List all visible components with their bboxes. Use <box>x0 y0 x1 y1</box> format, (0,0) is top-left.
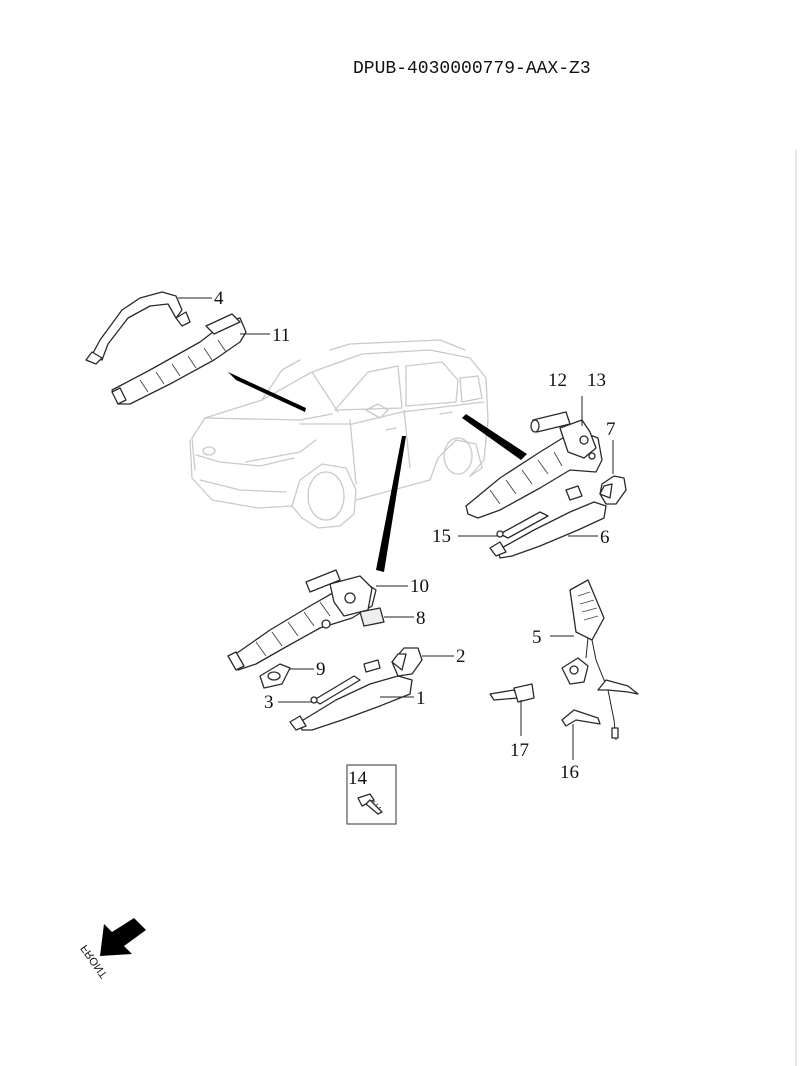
cap-part-2 <box>391 647 423 677</box>
clip-part-13 <box>565 485 583 501</box>
callout-1: 1 <box>416 688 426 709</box>
clip-part-16 <box>561 709 601 727</box>
bracket-part-11 <box>111 313 247 405</box>
callout-3: 3 <box>264 692 274 713</box>
vehicle-outline <box>189 339 489 529</box>
rod-part-3 <box>310 675 361 705</box>
cable-part-5 <box>561 579 639 741</box>
callout-6: 6 <box>600 527 610 548</box>
callout-16: 16 <box>560 762 579 783</box>
callout-9: 9 <box>316 659 326 680</box>
callout-12: 12 <box>548 370 567 391</box>
gasket-part-9 <box>259 663 291 689</box>
callout-11: 11 <box>272 325 290 346</box>
callout-14: 14 <box>348 768 368 789</box>
handle-part-1 <box>289 659 413 731</box>
front-direction-indicator: FRONT <box>79 918 146 980</box>
callout-2: 2 <box>456 646 466 667</box>
pad-part-8 <box>359 607 385 627</box>
handle-part-6 <box>489 501 607 559</box>
bracket-part-10 <box>227 569 377 671</box>
callout-17: 17 <box>510 740 529 761</box>
document-code: DPUB-4030000779-AAX-Z3 <box>353 59 591 79</box>
pointer-wedge-front-left <box>228 372 306 412</box>
screw-inset-box: 14 <box>346 764 397 825</box>
callout-5: 5 <box>532 627 542 648</box>
callout-7: 7 <box>606 419 616 440</box>
callout-15: 15 <box>432 526 451 547</box>
pointer-wedge-front-door <box>376 436 406 572</box>
screw-part-14 <box>357 793 383 815</box>
callout-10: 10 <box>410 576 429 597</box>
rod-part-15 <box>496 511 549 539</box>
front-arrow-icon <box>100 918 146 956</box>
callout-13: 13 <box>587 370 606 391</box>
callout-4: 4 <box>214 288 224 309</box>
pointer-wedge-rear-door <box>462 414 527 460</box>
handle-part-4 <box>85 291 191 365</box>
clip-part-17 <box>489 683 535 703</box>
bracket-part-12 <box>465 411 603 519</box>
callout-8: 8 <box>416 608 426 629</box>
cap-part-7 <box>599 475 627 505</box>
